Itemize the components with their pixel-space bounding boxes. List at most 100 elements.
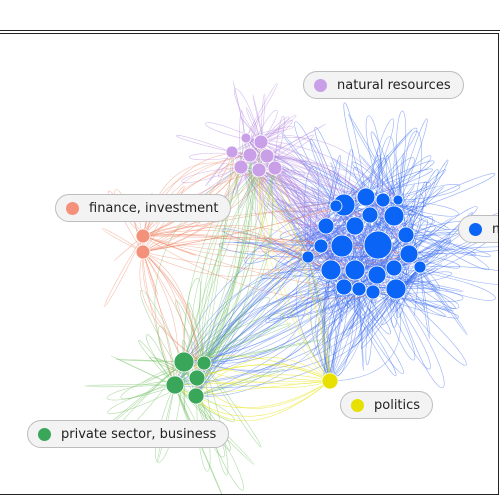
graph-node[interactable] (367, 265, 387, 285)
graph-edge (174, 288, 397, 386)
graph-node[interactable] (383, 205, 405, 227)
graph-edge (329, 288, 397, 382)
graph-edge (188, 152, 251, 161)
graph-edge (175, 134, 233, 153)
graph-node[interactable] (242, 147, 258, 163)
graph-edge (203, 214, 371, 364)
node-cluster-private[interactable] (165, 351, 212, 405)
legend-label: natural resources (337, 77, 451, 93)
graph-node[interactable] (365, 284, 381, 300)
graph-node[interactable] (351, 281, 367, 297)
legend-media[interactable]: m (458, 215, 498, 243)
graph-node[interactable] (188, 369, 206, 387)
graph-edge (196, 364, 331, 382)
graph-node[interactable] (330, 234, 354, 258)
graph-edge (408, 253, 450, 314)
graph-edge (142, 234, 397, 290)
top-bar (0, 0, 500, 31)
node-cluster-finance[interactable] (135, 228, 151, 260)
graph-edge (329, 225, 356, 382)
legend-private-sector-business[interactable]: private sector, business (27, 420, 230, 448)
graph-edge (142, 166, 242, 237)
legend-finance-investment[interactable]: finance, investment (55, 194, 232, 222)
graph-node[interactable] (397, 226, 415, 244)
graph-node[interactable] (187, 387, 205, 405)
graph-edge (174, 266, 421, 388)
legend-politics[interactable]: politics (340, 391, 434, 419)
node-cluster-politics[interactable] (321, 372, 339, 390)
network-graph-panel[interactable]: natural resources finance, investment m … (0, 33, 499, 495)
graph-node[interactable] (253, 134, 269, 150)
node-cluster-media[interactable] (301, 187, 427, 300)
graph-node[interactable] (335, 278, 353, 296)
graph-edge (260, 141, 327, 227)
graph-edge (113, 235, 144, 261)
graph-node[interactable] (267, 160, 283, 176)
graph-edge (203, 151, 233, 364)
network-graph[interactable] (0, 34, 498, 494)
graph-edge (195, 214, 371, 397)
graph-node[interactable] (233, 159, 249, 175)
graph-node[interactable] (135, 244, 151, 260)
graph-node[interactable] (259, 148, 275, 164)
graph-edge (203, 167, 276, 364)
graph-node[interactable] (385, 259, 403, 277)
graph-edge (393, 267, 496, 301)
graph-edge (183, 245, 343, 363)
graph-node[interactable] (385, 278, 407, 300)
graph-edge (403, 131, 422, 236)
graph-node[interactable] (173, 351, 195, 373)
graph-edge (195, 199, 399, 397)
graph-edge (274, 167, 371, 216)
graph-node[interactable] (375, 192, 391, 208)
graph-node[interactable] (399, 244, 419, 264)
graph-node[interactable] (392, 194, 404, 206)
graph-node[interactable] (321, 372, 339, 390)
graph-node[interactable] (345, 216, 365, 236)
graph-edge (203, 169, 260, 364)
graph-edge (142, 251, 159, 296)
graph-edge (195, 357, 331, 397)
graph-edge (104, 235, 144, 307)
graph-node[interactable] (196, 355, 212, 371)
graph-node[interactable] (165, 375, 185, 395)
graph-edge (142, 167, 276, 253)
graph-node[interactable] (329, 199, 343, 213)
media-color-dot (469, 222, 482, 236)
graph-edge (343, 286, 404, 374)
graph-edge (395, 288, 467, 366)
graph-edge (266, 155, 327, 227)
graph-node[interactable] (135, 228, 151, 244)
graph-edge (258, 169, 331, 382)
graph-edge (419, 266, 498, 285)
graph-node[interactable] (361, 206, 379, 224)
graph-edge (328, 199, 384, 382)
graph-edge (260, 137, 399, 201)
graph-edge (195, 380, 331, 422)
graph-edge (196, 169, 260, 379)
graph-node[interactable] (240, 132, 252, 144)
graph-node[interactable] (363, 230, 393, 260)
graph-node[interactable] (301, 250, 315, 264)
node-cluster-natural[interactable] (225, 132, 283, 178)
graph-node[interactable] (317, 217, 335, 235)
graph-node[interactable] (313, 238, 329, 254)
graph-node[interactable] (251, 162, 267, 178)
graph-edge (142, 251, 198, 379)
graph-node[interactable] (320, 259, 342, 281)
graph-edge (419, 266, 468, 336)
graph-edge (196, 377, 331, 409)
graph-node[interactable] (413, 260, 427, 274)
graph-node[interactable] (356, 187, 376, 207)
legend-natural-resources[interactable]: natural resources (303, 71, 464, 99)
graph-edge (231, 151, 395, 269)
graph-edge (142, 361, 185, 384)
graph-edge (307, 256, 337, 382)
graph-edge (258, 141, 331, 382)
graph-node[interactable] (225, 145, 239, 159)
graph-edge (102, 228, 144, 253)
graph-edge (195, 368, 285, 397)
graph-node[interactable] (344, 259, 366, 281)
graph-edge (142, 251, 185, 363)
graph-edge (307, 256, 375, 314)
